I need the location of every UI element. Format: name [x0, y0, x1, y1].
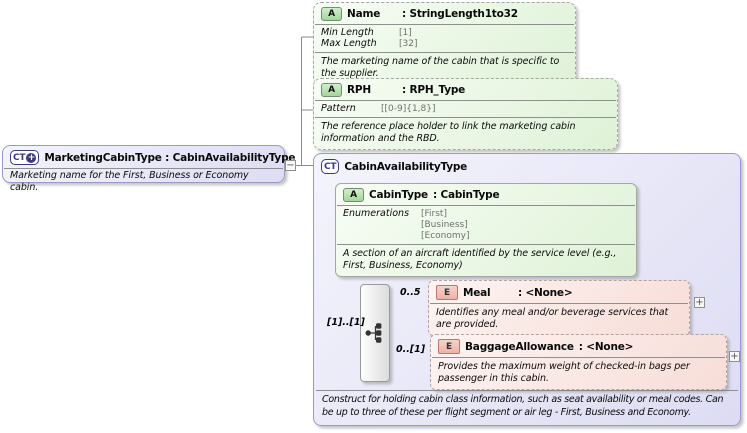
attribute-annotation: The reference place holder to link the m…	[321, 121, 576, 145]
divider	[432, 357, 725, 358]
complextype-title: CabinAvailabilityType	[344, 160, 468, 173]
facet-row: Max Length [32]	[321, 38, 568, 49]
attribute-type: : StringLength1to32	[402, 8, 518, 20]
complextype-badge: CT	[321, 159, 340, 174]
complextype-footer: Construct for holding cabin class inform…	[315, 390, 739, 422]
divider	[315, 24, 574, 25]
baggage-cardinality-label: 0..[1]	[396, 344, 426, 355]
divider	[430, 303, 688, 304]
element-badge-icon: E	[436, 285, 458, 300]
complextype-header: CT CabinAvailabilityType	[314, 154, 740, 176]
facet-value: [32]	[399, 39, 418, 49]
complextype-badge-label: CT	[13, 152, 26, 163]
attribute-box-cabintype[interactable]: A CabinType : CabinType Enumerations [Fi…	[335, 183, 637, 277]
facet-label: Min Length	[321, 27, 374, 38]
facet-value: [1]	[399, 28, 412, 38]
complextype-annotation: Construct for holding cabin class inform…	[322, 394, 724, 418]
divider	[4, 168, 283, 169]
facet-list: Pattern [[0-9]{1,8}]	[314, 101, 617, 117]
divider	[315, 52, 574, 53]
attribute-type: : RPH_Type	[402, 84, 466, 96]
sequence-icon	[365, 323, 382, 343]
root-header: CT + MarketingCabinType : CabinAvailabil…	[3, 146, 296, 168]
divider	[337, 244, 635, 245]
attribute-annotation: A section of an aircraft identified by t…	[343, 248, 617, 272]
meal-cardinality-label: 0..5	[400, 287, 421, 298]
sequence-cardinality-label: [1]..[1]	[327, 317, 365, 328]
attribute-name: Name	[347, 8, 381, 20]
element-annotation: Identifies any meal and/or beverage serv…	[436, 307, 669, 331]
element-type: : <None>	[518, 286, 573, 299]
facet-value: [Business]	[421, 220, 468, 230]
attribute-annotation: The marketing name of the cabin that is …	[321, 56, 560, 80]
facet-row: Enumerations [First] [Business] [Economy…	[343, 208, 629, 241]
attribute-badge-icon: A	[343, 188, 364, 202]
divider	[315, 117, 616, 118]
facet-list: Enumerations [First] [Business] [Economy…	[336, 206, 636, 244]
complextype-badge: CT +	[10, 150, 40, 165]
element-baggage-header: E BaggageAllowance : <None>	[431, 335, 726, 357]
divider	[316, 390, 738, 392]
facet-row: Min Length [1]	[321, 27, 568, 38]
facet-value-list: [First] [Business] [Economy]	[421, 209, 469, 241]
root-annotation: Marketing name for the First, Business o…	[10, 170, 249, 194]
element-badge-icon: E	[438, 339, 460, 354]
root-title: MarketingCabinType : CabinAvailabilityTy…	[44, 151, 296, 164]
attribute-rph-header: A RPH : RPH_Type	[314, 79, 617, 100]
element-type: : <None>	[578, 340, 634, 353]
attribute-name: CabinType	[369, 189, 428, 201]
derived-type-plus-icon: +	[26, 152, 37, 163]
attribute-badge-icon: A	[321, 83, 342, 97]
facet-value: [First]	[421, 209, 447, 219]
facet-label: Enumerations	[343, 208, 410, 219]
attribute-name: RPH	[347, 84, 371, 96]
expand-icon[interactable]: +	[729, 351, 740, 362]
collapse-icon[interactable]: −	[285, 160, 296, 171]
facet-label: Max Length	[321, 38, 377, 49]
attribute-box-rph[interactable]: A RPH : RPH_Type Pattern [[0-9]{1,8}] Th…	[313, 78, 618, 150]
sequence-compositor[interactable]	[360, 284, 390, 382]
facet-value: [Economy]	[421, 231, 470, 241]
facet-label: Pattern	[321, 103, 356, 114]
facet-row: Pattern [[0-9]{1,8}]	[321, 103, 610, 114]
divider	[315, 100, 616, 101]
element-annotation: Provides the maximum weight of checked-i…	[438, 361, 690, 385]
attribute-box-name[interactable]: A Name : StringLength1to32 Min Length [1…	[313, 2, 576, 85]
root-element-box[interactable]: CT + MarketingCabinType : CabinAvailabil…	[2, 145, 296, 193]
expand-icon[interactable]: +	[694, 297, 705, 308]
element-box-meal[interactable]: E Meal : <None> Identifies any meal and/…	[428, 280, 690, 336]
element-box-baggageallowance[interactable]: E BaggageAllowance : <None> Provides the…	[430, 334, 727, 390]
element-meal-header: E Meal : <None>	[429, 281, 689, 303]
attribute-cabintype-header: A CabinType : CabinType	[336, 184, 636, 205]
element-name: Meal	[463, 286, 491, 299]
attribute-name-header: A Name : StringLength1to32	[314, 3, 575, 24]
divider	[337, 205, 635, 206]
attribute-type: : CabinType	[432, 189, 500, 201]
element-name: BaggageAllowance	[465, 340, 574, 353]
attribute-badge-icon: A	[321, 7, 342, 21]
facet-list: Min Length [1] Max Length [32]	[314, 25, 575, 52]
facet-value: [[0-9]{1,8}]	[381, 104, 436, 114]
